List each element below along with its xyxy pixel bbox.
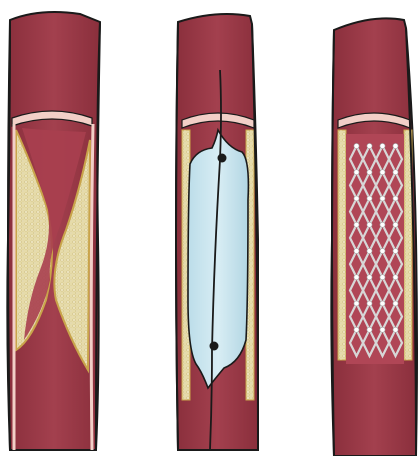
stent-node bbox=[393, 143, 398, 148]
stent-node bbox=[367, 327, 372, 332]
stent-node bbox=[380, 143, 385, 148]
stent-node bbox=[380, 248, 385, 253]
stent-node bbox=[367, 301, 372, 306]
plaque-compressed-left bbox=[338, 130, 346, 360]
stent-node bbox=[393, 196, 398, 201]
marker-bottom bbox=[210, 342, 219, 351]
panel-balloon bbox=[176, 14, 258, 450]
stent-node bbox=[380, 170, 385, 175]
panel-stent bbox=[331, 18, 417, 456]
stent-node bbox=[380, 222, 385, 227]
stent-node bbox=[393, 275, 398, 280]
stent-node bbox=[354, 327, 359, 332]
stent-node bbox=[380, 327, 385, 332]
stent-node bbox=[354, 248, 359, 253]
stent-node bbox=[367, 170, 372, 175]
stent-node bbox=[393, 222, 398, 227]
stent-node bbox=[380, 196, 385, 201]
stent-node bbox=[367, 222, 372, 227]
stent-node bbox=[380, 275, 385, 280]
marker-top bbox=[218, 154, 227, 163]
stent-node bbox=[367, 196, 372, 201]
panel-plaque-artery bbox=[7, 12, 100, 450]
stent-node bbox=[354, 170, 359, 175]
stent-node bbox=[367, 275, 372, 280]
stent-node bbox=[354, 301, 359, 306]
stent-node bbox=[367, 248, 372, 253]
balloon bbox=[188, 130, 248, 388]
stent-node bbox=[380, 301, 385, 306]
stent-node bbox=[354, 143, 359, 148]
stent-node bbox=[393, 170, 398, 175]
stent-node bbox=[393, 327, 398, 332]
stent-node bbox=[354, 275, 359, 280]
stent-node bbox=[393, 248, 398, 253]
stent-node bbox=[354, 222, 359, 227]
stent-node bbox=[354, 196, 359, 201]
stent-node bbox=[393, 301, 398, 306]
stent-node bbox=[367, 143, 372, 148]
